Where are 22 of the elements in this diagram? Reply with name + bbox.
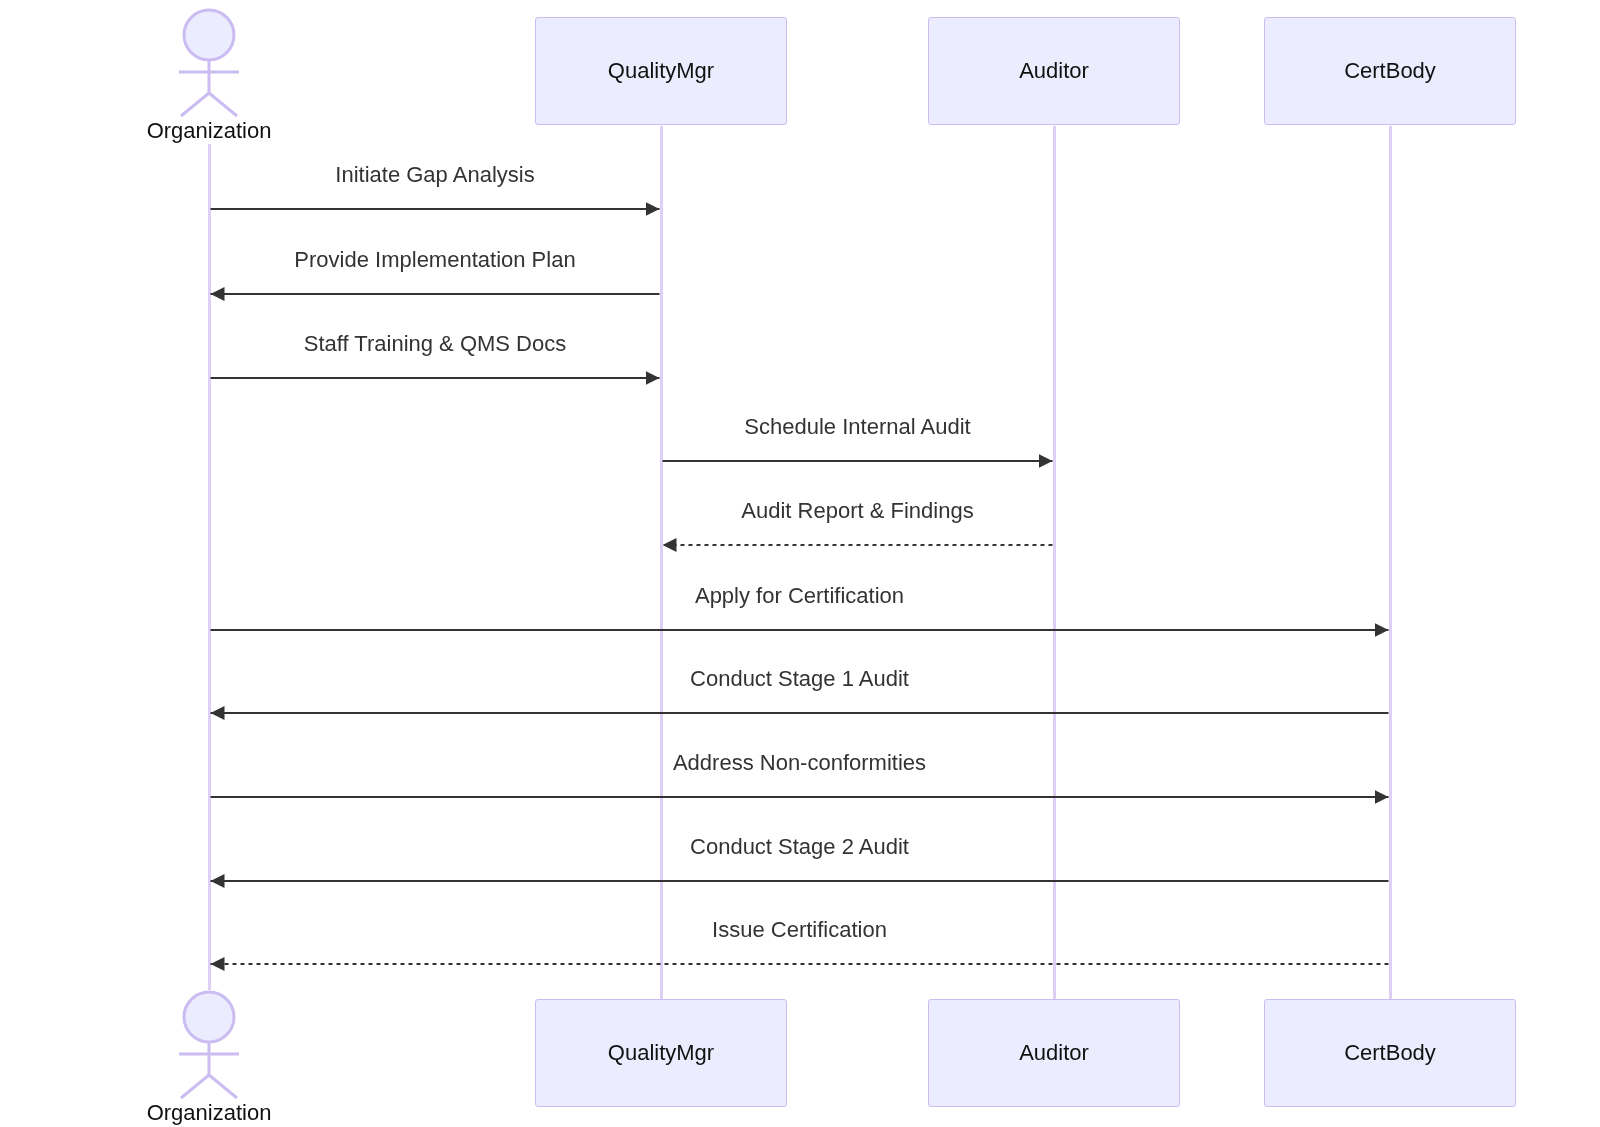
participant-box: CertBody — [1264, 999, 1516, 1107]
arrow — [209, 371, 661, 385]
actor-label: Organization — [145, 118, 273, 144]
arrow — [209, 623, 1390, 637]
participant-box: Auditor — [928, 17, 1180, 125]
arrow — [209, 287, 661, 301]
arrow — [661, 538, 1054, 552]
lifeline — [659, 126, 663, 999]
arrow — [209, 202, 661, 216]
arrow — [209, 874, 1390, 888]
lifeline — [1052, 126, 1056, 999]
participant-box: QualityMgr — [535, 17, 787, 125]
arrow — [209, 957, 1390, 971]
participant-box: QualityMgr — [535, 999, 787, 1107]
participant-box: Auditor — [928, 999, 1180, 1107]
actor-label: Organization — [145, 1100, 273, 1126]
participant-box: CertBody — [1264, 17, 1516, 125]
arrow — [209, 706, 1390, 720]
arrow — [661, 454, 1054, 468]
arrow — [209, 790, 1390, 804]
lifeline — [207, 144, 211, 990]
lifeline — [1388, 126, 1392, 999]
